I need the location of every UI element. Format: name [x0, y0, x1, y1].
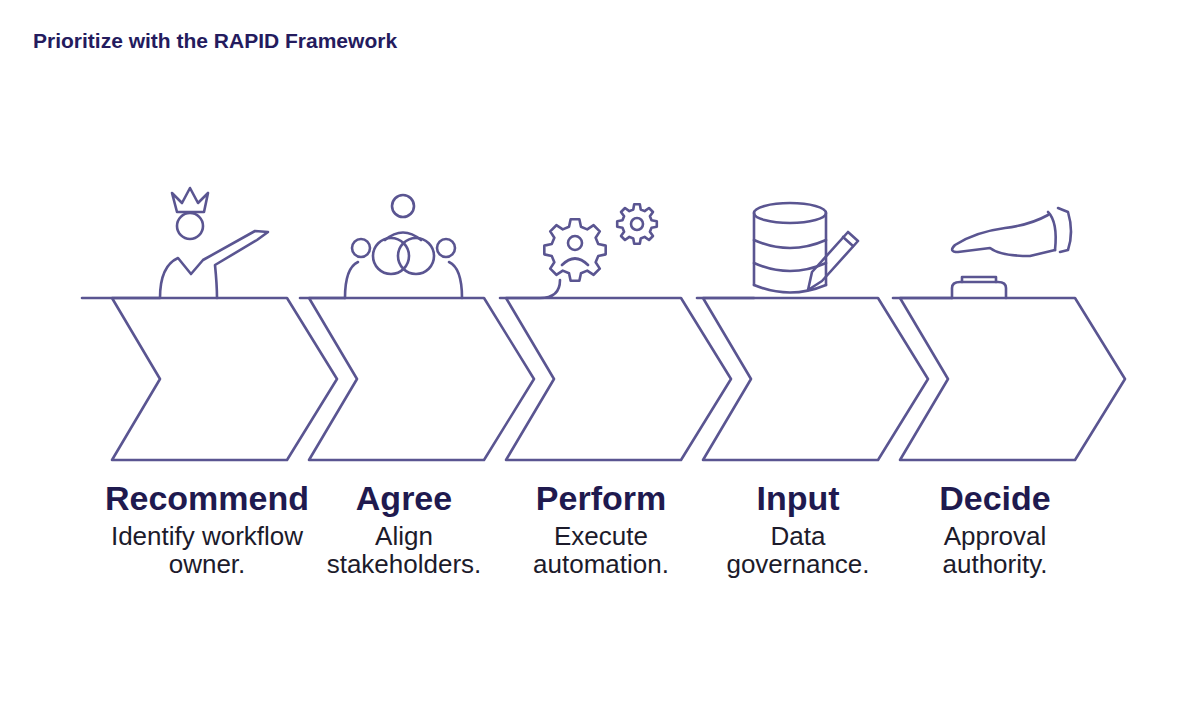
step-description: Identify workflow owner.	[100, 522, 315, 578]
step-heading: Agree	[279, 478, 529, 518]
chevron-step: InputData governance.	[673, 290, 933, 582]
step-texts: RecommendIdentify workflow owner.	[82, 478, 332, 578]
gear-outline	[544, 219, 605, 280]
approval-icon	[893, 208, 1071, 298]
chevron-outline	[476, 290, 736, 465]
chevron-step: AgreeAlign stakeholders.	[279, 290, 539, 582]
team-icon	[300, 195, 462, 298]
chevron-outline	[870, 290, 1130, 465]
step-description: Execute automation.	[511, 522, 691, 578]
step-texts: InputData governance.	[673, 478, 923, 578]
step-heading: Recommend	[82, 478, 332, 518]
chevron-step: DecideApproval authority.	[870, 290, 1130, 582]
chevron-outline	[82, 290, 342, 465]
chevron-outline	[673, 290, 933, 465]
step-texts: PerformExecute automation.	[476, 478, 726, 578]
step-heading: Perform	[476, 478, 726, 518]
diagram-title: Prioritize with the RAPID Framework	[33, 29, 397, 53]
step-heading: Decide	[870, 478, 1120, 518]
step-texts: DecideApproval authority.	[870, 478, 1120, 578]
chevron-step: RecommendIdentify workflow owner.	[82, 290, 342, 582]
chevron-outline	[279, 290, 539, 465]
gears-icon	[500, 204, 657, 298]
step-heading: Input	[673, 478, 923, 518]
step-description: Approval authority.	[905, 522, 1085, 578]
database-icon	[697, 203, 858, 298]
gear-outline	[617, 204, 657, 244]
chevron-step: PerformExecute automation.	[476, 290, 736, 582]
leader-icon	[82, 188, 268, 298]
step-description: Align stakeholders.	[319, 522, 489, 578]
step-description: Data governance.	[713, 522, 883, 578]
step-texts: AgreeAlign stakeholders.	[279, 478, 529, 578]
